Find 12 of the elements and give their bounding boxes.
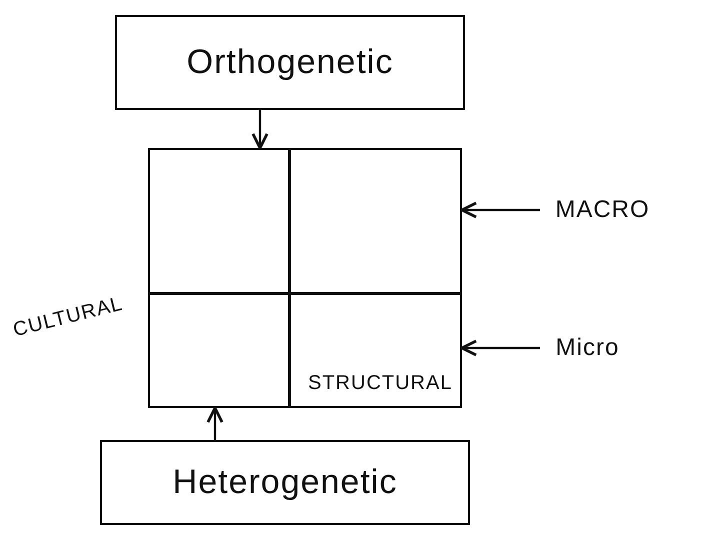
axis-label: STRUCTURAL: [308, 372, 452, 395]
node-label: Orthogenetic: [186, 43, 394, 82]
arrow: [252, 110, 268, 150]
node-label: Heterogenetic: [172, 463, 398, 502]
process-box: [115, 15, 465, 110]
grid-box: [148, 148, 462, 408]
arrow: [206, 406, 224, 440]
node-label: MACRO: [555, 196, 650, 224]
arrow: [460, 202, 540, 218]
node-label: Micro: [556, 334, 620, 362]
arrow: [460, 340, 540, 356]
process-box: [100, 440, 470, 525]
